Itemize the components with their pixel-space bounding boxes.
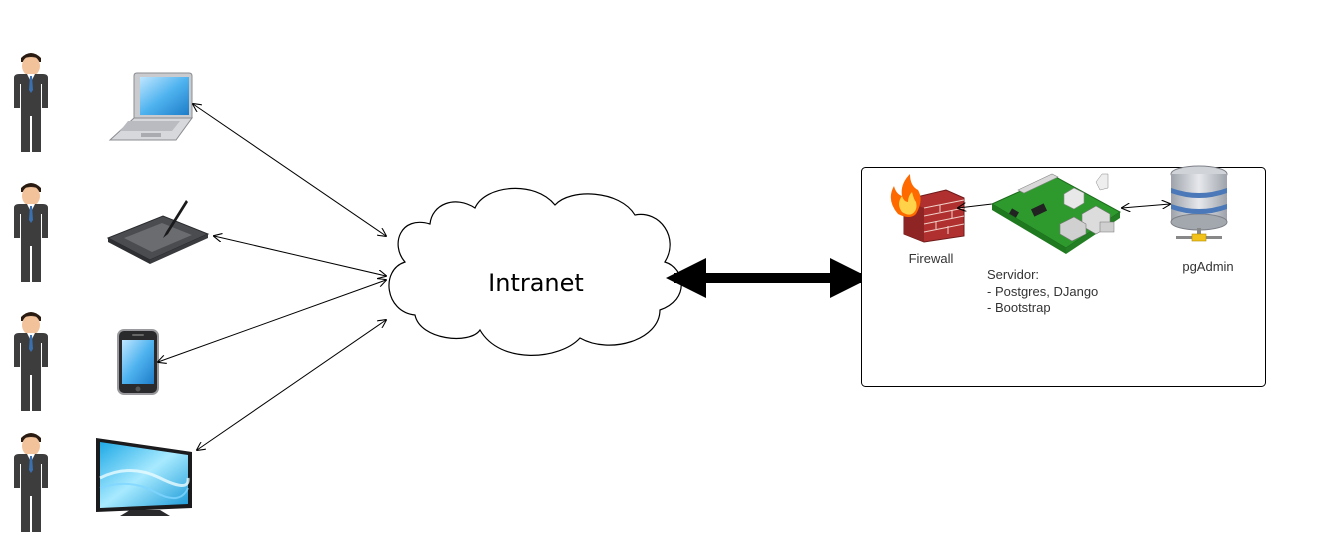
intranet-cloud: Intranet xyxy=(388,187,682,356)
user-businessman-icon xyxy=(14,183,48,282)
database-label: pgAdmin xyxy=(1182,259,1233,274)
server-line: - Postgres, DJango xyxy=(987,284,1098,299)
database-icon xyxy=(1170,165,1228,242)
cloud-label: Intranet xyxy=(488,269,584,297)
users-column xyxy=(14,53,48,532)
user-businessman-icon xyxy=(14,312,48,411)
firewall-icon xyxy=(890,174,965,243)
firewall-label: Firewall xyxy=(909,251,954,266)
user-businessman-icon xyxy=(14,53,48,152)
device-connections xyxy=(158,104,386,450)
user-businessman-icon xyxy=(14,433,48,532)
smartphone-icon xyxy=(117,329,159,395)
server-line: - Bootstrap xyxy=(987,300,1051,315)
tv-monitor-icon xyxy=(96,438,192,516)
laptop-icon xyxy=(108,72,193,141)
drawing-tablet-icon xyxy=(106,200,210,264)
server-line: Servidor: xyxy=(987,267,1039,282)
server-box: Firewall Servidor: - Postgres, DJango - … xyxy=(861,165,1266,387)
server-description: Servidor: - Postgres, DJango - Bootstrap xyxy=(987,267,1102,315)
server-board-icon xyxy=(990,173,1121,254)
